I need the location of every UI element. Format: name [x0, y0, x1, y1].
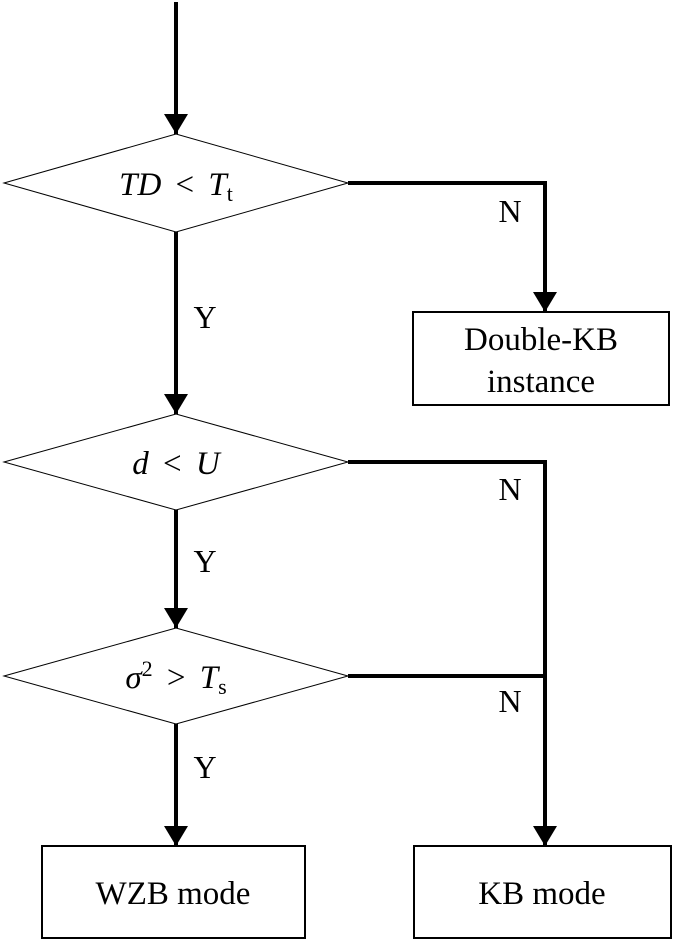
- decision-1-yes-label: Y: [193, 299, 216, 335]
- double-kb-instance-box: [412, 311, 670, 406]
- decision-2-no-label: N: [498, 471, 521, 507]
- double-kb-line2: instance: [487, 364, 595, 400]
- double-kb-line1: Double-KB: [464, 322, 618, 358]
- decision-3-yes-label: Y: [193, 749, 216, 785]
- decision-1-condition: TD < Tt: [119, 167, 233, 206]
- kb-mode-box: [413, 845, 672, 939]
- wzb-mode-label: WZB mode: [96, 876, 251, 912]
- decision-3-condition: σ2 > Ts: [125, 648, 226, 699]
- decision-2-no-connector: [348, 460, 547, 676]
- decision-2-condition: d < U: [132, 446, 222, 482]
- decision-1-no-connector: [348, 181, 557, 312]
- decision-2-yes-label: Y: [193, 543, 216, 579]
- decision-3-no-connector: [348, 674, 557, 846]
- decision-1-no-label: N: [498, 193, 521, 229]
- decision-3-no-label: N: [498, 683, 521, 719]
- kb-mode-label: KB mode: [478, 876, 605, 912]
- wzb-mode-box: [41, 845, 306, 939]
